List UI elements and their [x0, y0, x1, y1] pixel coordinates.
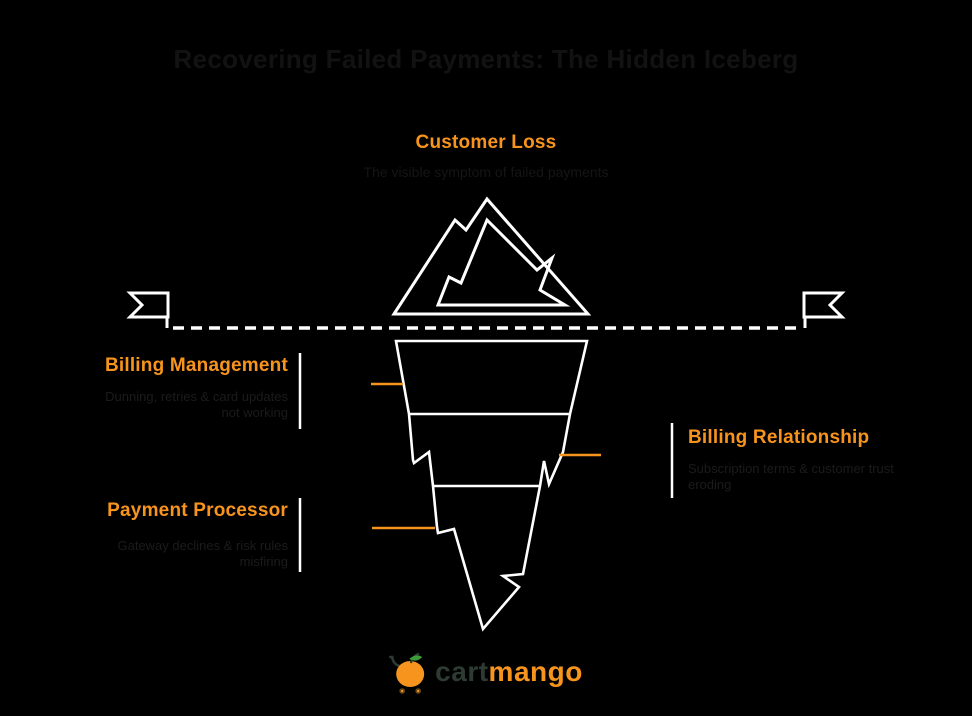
- payment-processor-desc-line2: misfiring: [239, 554, 288, 569]
- billing-relationship-desc-line2: eroding: [688, 477, 732, 492]
- billing-management-block: Billing Management Dunning, retries & ca…: [0, 355, 288, 421]
- mountain-peak-icon: [391, 196, 592, 316]
- logo-word-mango: mango: [488, 656, 583, 687]
- customer-loss-description: The visible symptom of failed payments: [363, 164, 609, 180]
- logo-word-cart: cart: [435, 656, 489, 687]
- waterline-flag-right-icon: [802, 291, 846, 328]
- billing-management-desc-line2: not working: [221, 405, 288, 420]
- mango-cart-icon: [389, 652, 425, 694]
- payment-processor-label: Payment Processor: [107, 500, 288, 521]
- payment-processor-block: Payment Processor Gateway declines & ris…: [0, 500, 288, 570]
- page-title: Recovering Failed Payments: The Hidden I…: [173, 44, 799, 74]
- customer-loss-label: Customer Loss: [415, 132, 557, 153]
- waterline-flag-left-icon: [126, 291, 170, 328]
- billing-management-desc-line1: Dunning, retries & card updates: [105, 389, 288, 404]
- payment-processor-desc-line1: Gateway declines & risk rules: [117, 538, 288, 553]
- billing-relationship-label: Billing Relationship: [688, 427, 870, 448]
- billing-management-label: Billing Management: [104, 355, 288, 376]
- billing-relationship-block: Billing Relationship Subscription terms …: [688, 427, 958, 493]
- billing-relationship-desc-line1: Subscription terms & customer trust: [688, 461, 894, 476]
- iceberg-underwater-outline: [394, 339, 589, 632]
